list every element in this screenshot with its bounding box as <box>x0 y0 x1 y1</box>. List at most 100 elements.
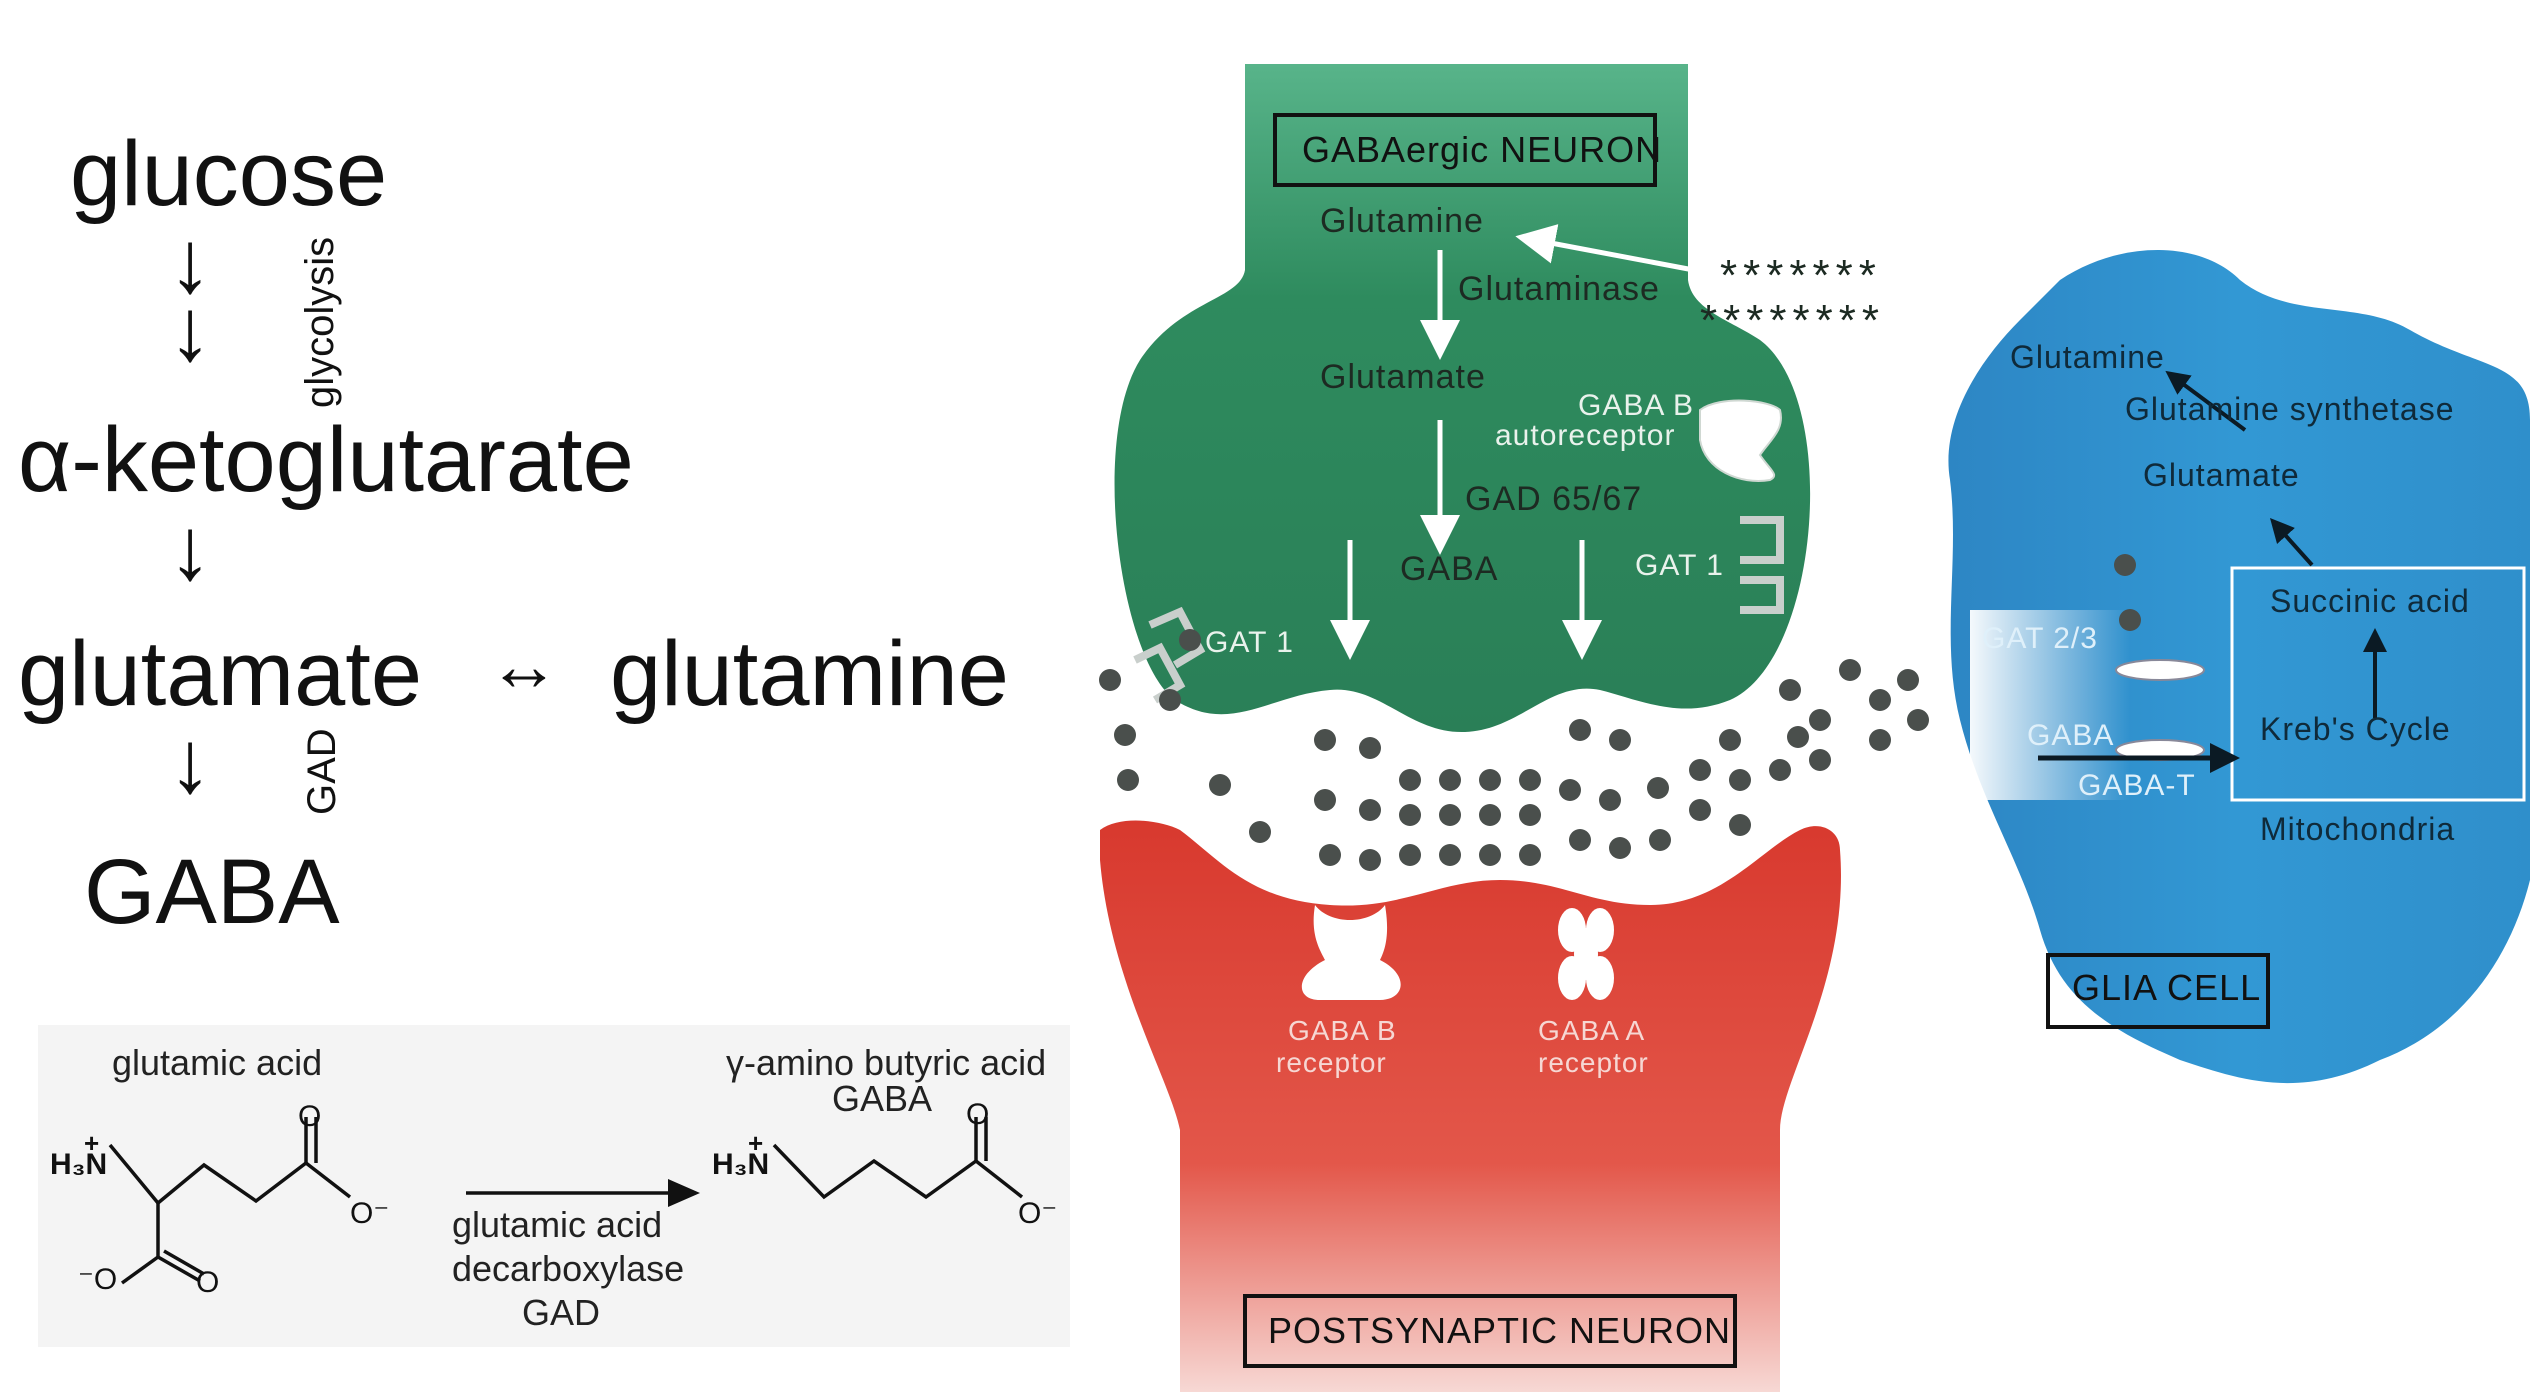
gaba-molecule-dot <box>1479 769 1501 791</box>
label-gad: GAD 65/67 <box>1465 480 1642 518</box>
gaba-molecule-dot <box>1869 689 1891 711</box>
gaba-molecule-dot <box>1569 829 1591 851</box>
gaba-molecule-dot <box>1117 769 1139 791</box>
gaba-molecule-dot <box>1099 669 1121 691</box>
gaba-molecule-dot <box>1559 779 1581 801</box>
postsynaptic-box-label: POSTSYNAPTIC NEURON <box>1268 1310 1731 1351</box>
enzyme-line-3: GAD <box>522 1292 601 1333</box>
gat23-region <box>1970 610 2130 800</box>
label-krebs-cycle: Kreb's Cycle <box>2260 711 2451 747</box>
product-name: γ-amino butyric acid <box>726 1042 1047 1083</box>
gaba-molecule-dot <box>1719 729 1741 751</box>
gaba-molecule-dot <box>1314 729 1336 751</box>
gaba-a-receptor <box>1558 908 1614 1000</box>
gaba-molecule-dot <box>1729 769 1751 791</box>
gaba-molecule-dot <box>1907 709 1929 731</box>
gaba-molecule-dot <box>1439 844 1461 866</box>
pathway-glucose: glucose <box>70 123 388 225</box>
gaba-molecule-dot <box>1249 821 1271 843</box>
label-glutaminase: Glutaminase <box>1458 270 1660 308</box>
label-gat23: GAT 2/3 <box>1982 622 2098 655</box>
label-gaba-b-receptor-1: GABA B <box>1288 1015 1397 1046</box>
pathway-arrow-4: ↓ <box>168 712 212 811</box>
label-glutamate: Glutamate <box>1320 358 1486 396</box>
gaba-molecule-dot <box>1609 729 1631 751</box>
label-succinic-acid: Succinic acid <box>2270 583 2470 619</box>
synapse-diagram: ******* ******** GABAergic NEURON Glutam… <box>1099 64 2530 1392</box>
succinic-arrow <box>2269 518 2314 567</box>
gaba-molecule-dot <box>1159 689 1181 711</box>
gaba-molecule-dot <box>1809 709 1831 731</box>
pathway-arrow-1: ↓ <box>168 212 212 311</box>
label-mitochondria: Mitochondria <box>2260 811 2455 847</box>
gaba-molecule-dot <box>1209 774 1231 796</box>
gaba-b-receptor <box>1301 905 1401 1000</box>
label-gat1-right: GAT 1 <box>1635 549 1724 582</box>
gaba-molecule-dot <box>1689 759 1711 781</box>
label-gaba-t: GABA-T <box>2078 769 2196 802</box>
oxide-label-3: O⁻ <box>1018 1197 1058 1230</box>
gad-label: GAD <box>300 728 344 815</box>
gaba-molecules <box>1099 554 2141 871</box>
plus-sign-2: + <box>748 1128 764 1158</box>
gaba-molecule-dot <box>1519 769 1541 791</box>
label-gaba-b-auto-2: autoreceptor <box>1495 419 1675 452</box>
gaba-molecule-dot <box>1359 799 1381 821</box>
enzyme-line-1: glutamic acid <box>452 1204 663 1245</box>
label-gaba-a-receptor-2: receptor <box>1538 1047 1649 1078</box>
label-gaba-b-receptor-2: receptor <box>1276 1047 1387 1078</box>
pathway-glutamate: glutamate <box>18 623 423 725</box>
plus-sign-1: + <box>84 1128 100 1158</box>
amine-label-2: H₃N <box>712 1148 770 1181</box>
gaba-molecule-dot <box>1479 804 1501 826</box>
glutamic-acid-structure <box>108 1117 1024 1285</box>
postsynaptic-box <box>1243 1294 1737 1368</box>
gaba-molecule-dot <box>1869 729 1891 751</box>
label-glia-glutamine: Glutamine <box>2010 339 2165 375</box>
oxide-label-1: O⁻ <box>350 1197 390 1230</box>
reaction-arrowhead <box>668 1179 700 1207</box>
gaba-molecule-dot <box>1689 799 1711 821</box>
enzyme-line-2: decarboxylase <box>452 1248 685 1289</box>
presynaptic-box-label: GABAergic NEURON <box>1302 129 1662 170</box>
stars-top: ******* <box>1720 251 1882 300</box>
gaba-molecule-dot <box>1439 769 1461 791</box>
gaba-molecule-dot <box>1399 804 1421 826</box>
oxide-label-2: ⁻O <box>78 1263 118 1296</box>
gaba-molecule-dot <box>1769 759 1791 781</box>
reaction-panel <box>38 1025 1070 1347</box>
gaba-molecule-dot <box>1179 629 1201 651</box>
gaba-molecule-dot <box>1649 829 1671 851</box>
gat1-right-transporter <box>1740 516 1784 614</box>
pathway-alpha-ketoglutarate: α-ketoglutarate <box>18 409 634 511</box>
gaba-molecule-dot <box>1519 804 1541 826</box>
label-gat1-left: GAT 1 <box>1205 626 1294 659</box>
gaba-molecule-dot <box>1609 837 1631 859</box>
gaba-molecule-dot <box>1897 669 1919 691</box>
gaba-molecule-dot <box>1647 777 1669 799</box>
glia-box-label: GLIA CELL <box>2072 967 2261 1008</box>
pathway-glutamine: glutamine <box>610 623 1009 725</box>
gaba-molecule-dot <box>1599 789 1621 811</box>
label-glia-glutamate: Glutamate <box>2143 457 2300 493</box>
oxygen-label-3: O <box>966 1098 990 1131</box>
gaba-molecule-dot <box>1479 844 1501 866</box>
gaba-molecule-dot <box>1569 719 1591 741</box>
gaba-molecule-dot <box>1399 769 1421 791</box>
postsynaptic-neuron <box>1100 820 1841 1392</box>
label-gaba: GABA <box>1400 550 1498 588</box>
oxygen-label-1: O <box>298 1100 322 1133</box>
gaba-molecule-dot <box>1839 659 1861 681</box>
label-glia-gaba: GABA <box>2027 719 2114 752</box>
product-abbrev: GABA <box>832 1078 933 1119</box>
gaba-molecule-dot <box>1314 789 1336 811</box>
presynaptic-neuron <box>1114 64 1811 733</box>
pathway-arrow-2: ↓ <box>168 280 212 379</box>
gaba-molecule-dot <box>1114 724 1136 746</box>
label-glutamine: Glutamine <box>1320 202 1484 240</box>
oxygen-label-2: O <box>196 1266 220 1299</box>
gaba-molecule-dot <box>1359 849 1381 871</box>
glutamine-uptake-arrow <box>1515 224 1721 278</box>
gat23-oval-top <box>2115 659 2205 681</box>
gaba-molecule-dot <box>1399 844 1421 866</box>
